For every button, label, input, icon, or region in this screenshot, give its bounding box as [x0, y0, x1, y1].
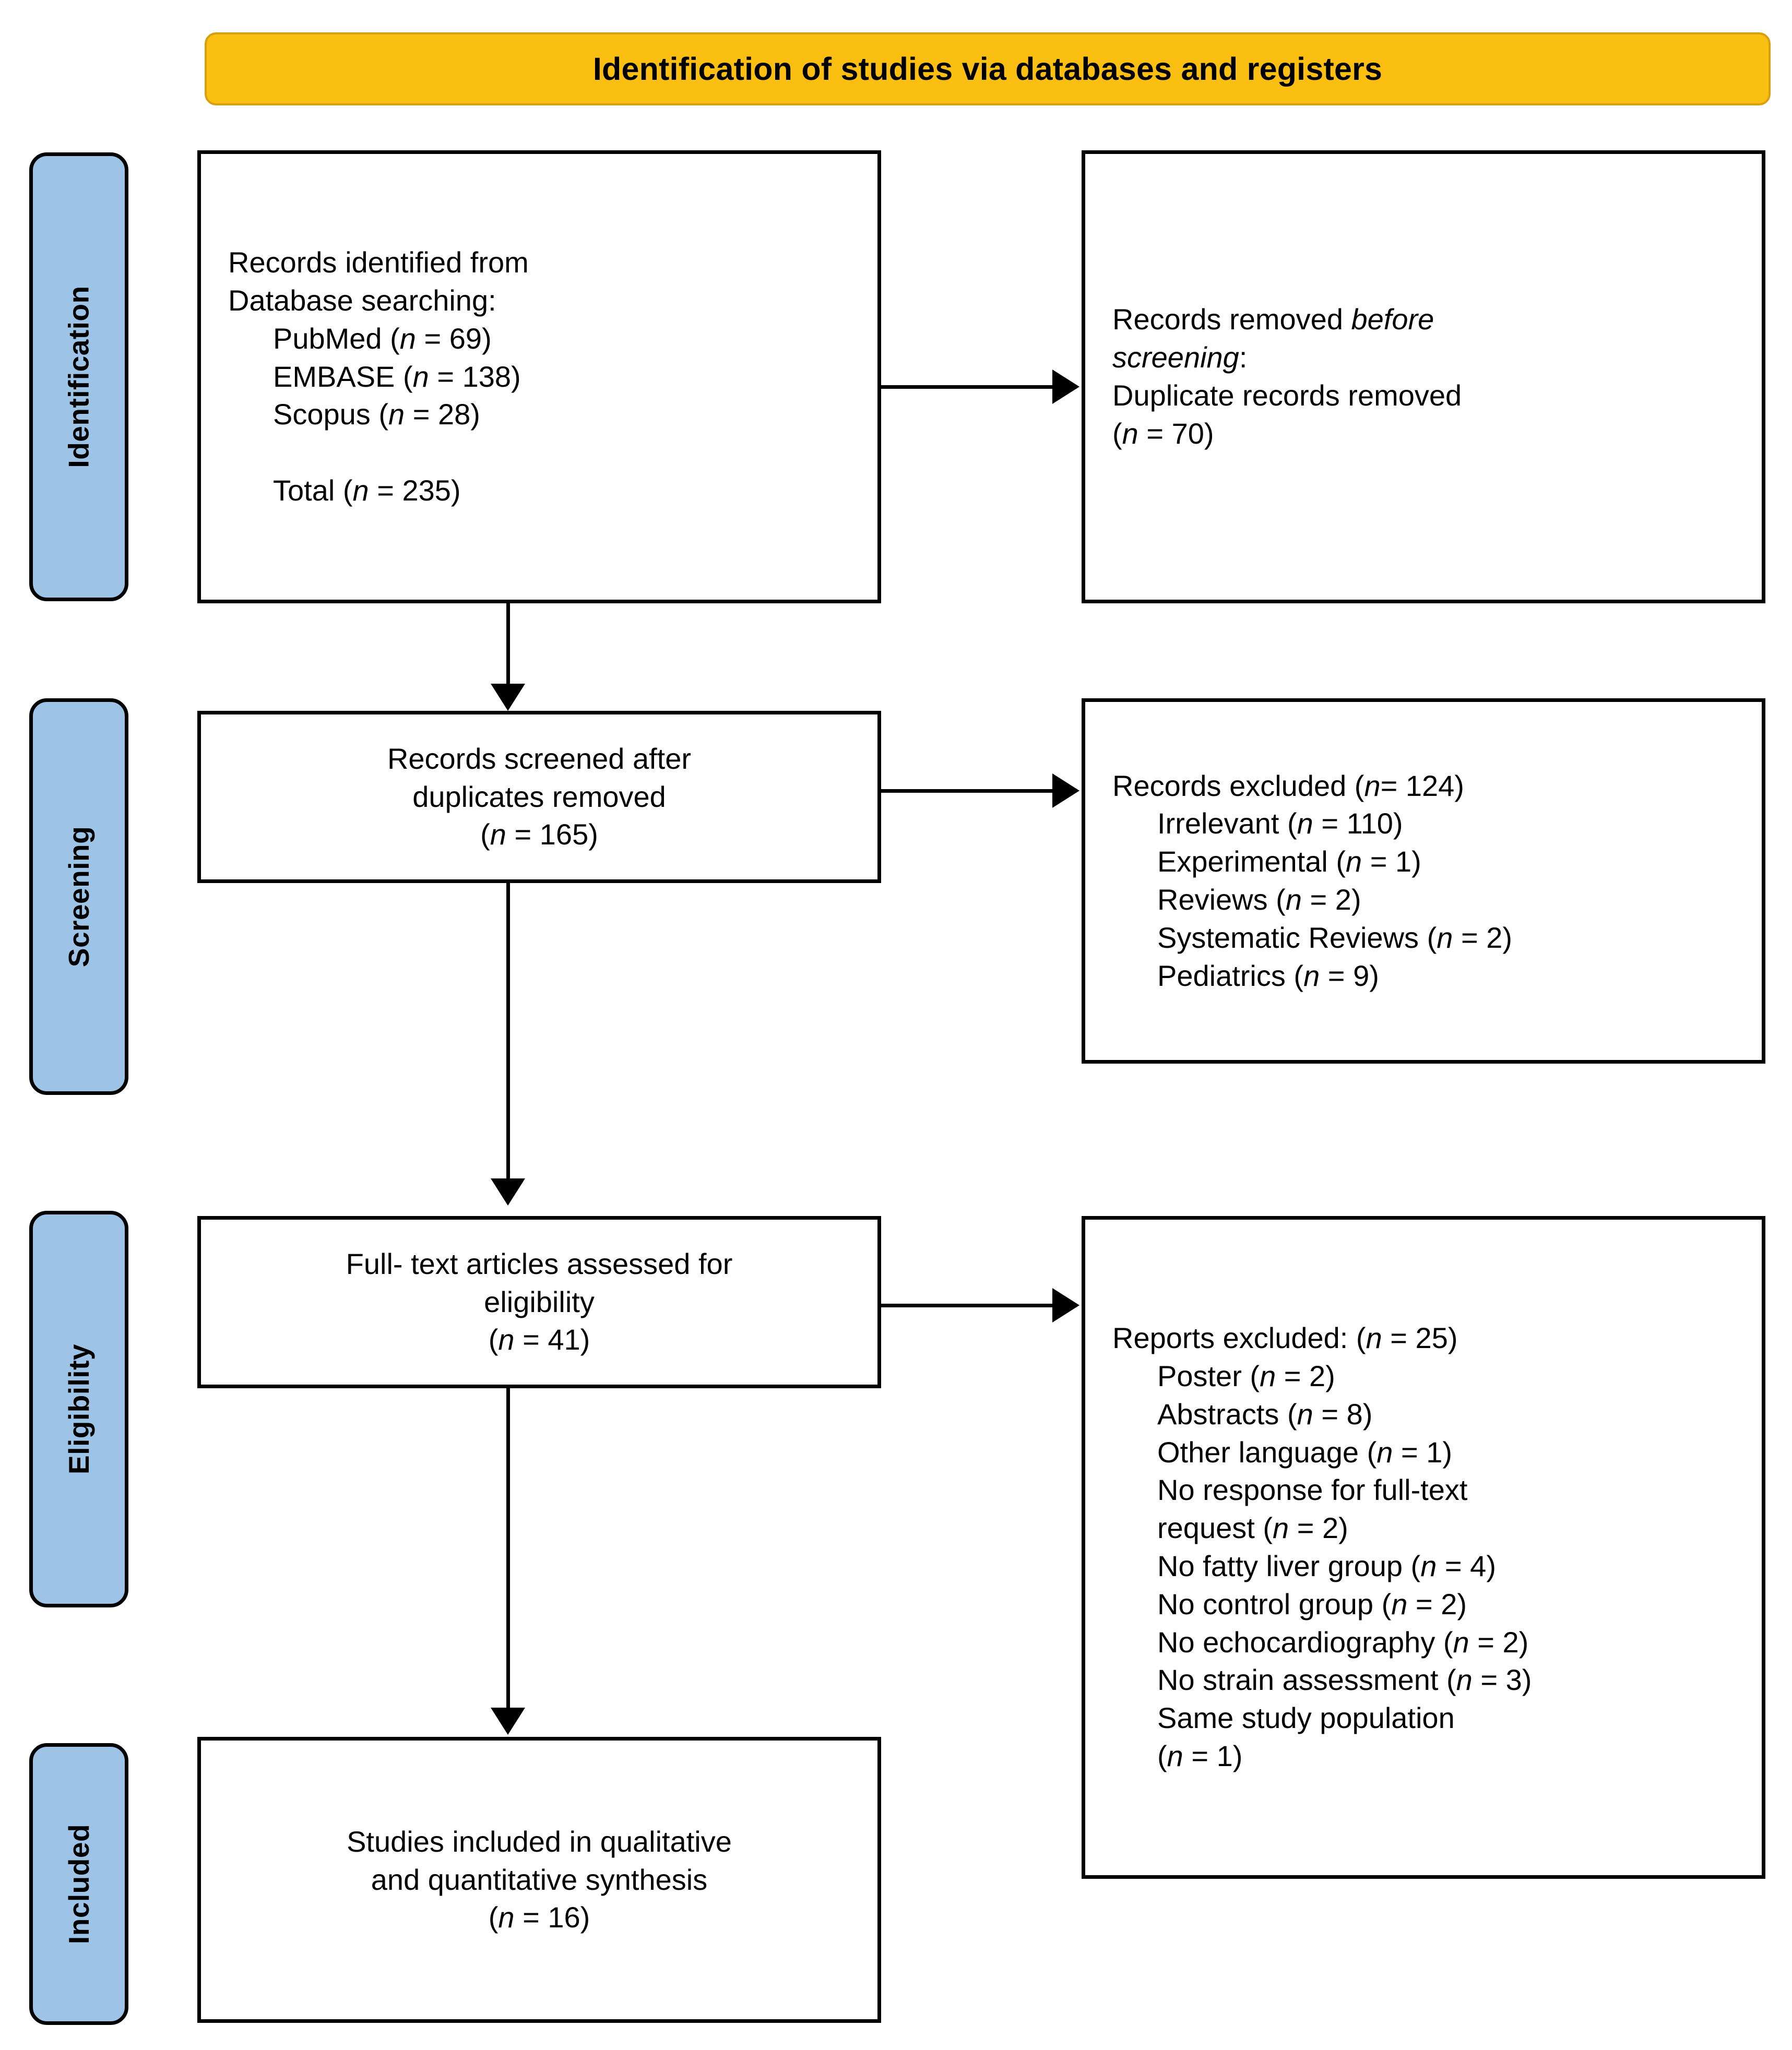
stage-tab-eligibility-label: Eligibility: [63, 1344, 95, 1474]
box-records-excluded-text: Records excluded (n= 124)Irrelevant (n =…: [1112, 769, 1513, 992]
header-banner: Identification of studies via databases …: [205, 32, 1771, 105]
box-reports-excluded-text: Reports excluded: (n = 25)Poster (n = 2)…: [1112, 1321, 1532, 1772]
box-records-excluded: Records excluded (n= 124)Irrelevant (n =…: [1082, 698, 1765, 1064]
stage-tab-screening: Screening: [29, 698, 128, 1095]
header-banner-title: Identification of studies via databases …: [592, 51, 1383, 87]
stage-tab-identification-label: Identification: [63, 285, 96, 468]
stage-tab-eligibility: Eligibility: [29, 1211, 128, 1607]
stage-tab-included-label: Included: [63, 1823, 95, 1945]
box-reports-excluded: Reports excluded: (n = 25)Poster (n = 2)…: [1082, 1216, 1765, 1879]
stage-tab-included: Included: [29, 1743, 128, 2025]
stage-tab-identification: Identification: [29, 152, 128, 601]
stage-tab-screening-label: Screening: [63, 826, 95, 968]
